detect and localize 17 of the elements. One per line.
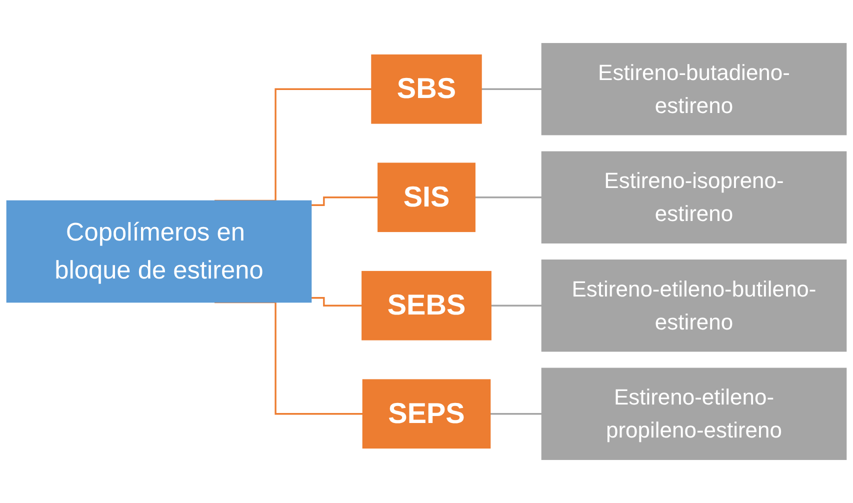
connector xyxy=(311,196,378,206)
connector xyxy=(214,301,363,415)
node-box: Copolímeros en bloque de estireno xyxy=(6,200,312,303)
connector xyxy=(311,297,362,306)
connector xyxy=(490,413,542,415)
node-box: SEPS xyxy=(362,379,491,449)
connector xyxy=(214,88,372,202)
node-box: SIS xyxy=(378,162,476,232)
node-box: Estireno-etileno-butileno-estireno xyxy=(541,260,847,352)
connector xyxy=(491,304,542,306)
node-box: Estireno-isopreno-estireno xyxy=(541,151,847,244)
connector xyxy=(481,88,542,90)
connector xyxy=(475,196,542,198)
node-box: Estireno-etileno-propileno-estireno xyxy=(541,368,847,460)
node-box: Estireno-butadieno-estireno xyxy=(541,43,847,136)
node-box: SEBS xyxy=(362,270,492,340)
node-box: SBS xyxy=(371,54,482,124)
